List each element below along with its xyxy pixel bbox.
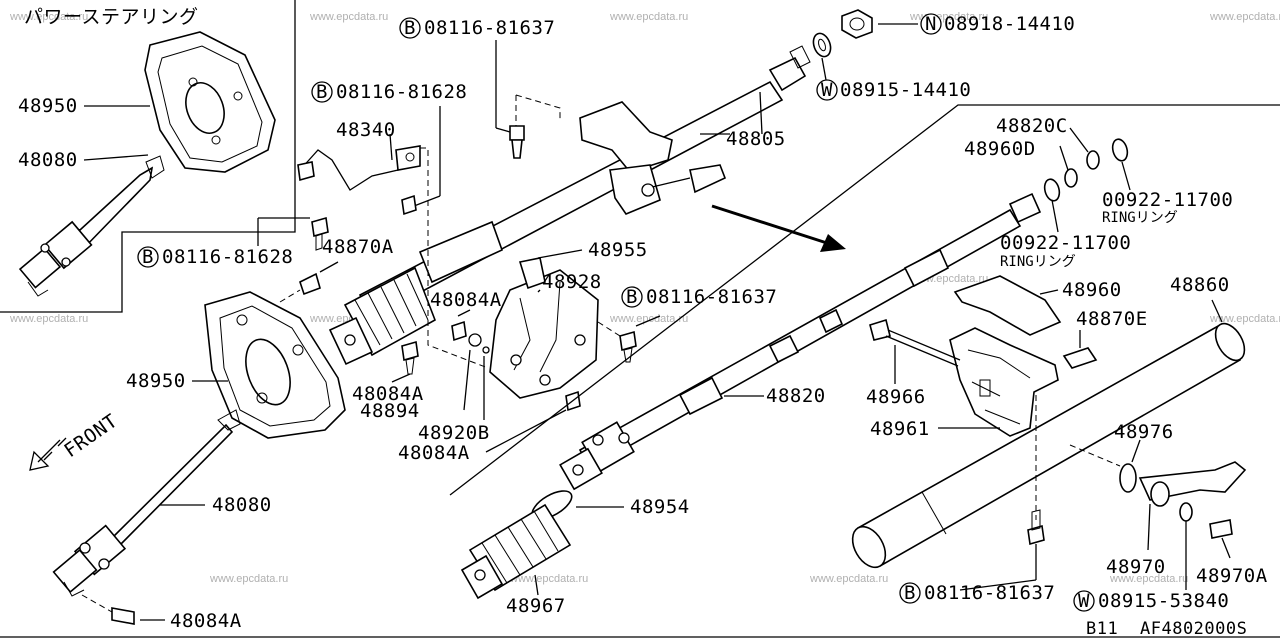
prefix-b-48628-left: B — [142, 246, 154, 268]
callout-08918-14410: 08918-14410 — [944, 13, 1075, 35]
callout-48860: 48860 — [1170, 274, 1230, 296]
watermark: www.epcdata.ru — [809, 573, 888, 585]
callout-48966: 48966 — [866, 386, 926, 408]
watermark: www.epcdata.ru — [509, 573, 588, 585]
prefix-w-bottom: W — [1078, 590, 1090, 612]
callout-48084a-left: 48084A — [352, 383, 424, 405]
bracket-48928: 48955 48928 B 08116-81637 — [489, 239, 777, 399]
footer-code: AF4802000S — [1140, 619, 1247, 639]
ring-code-2: 00922-11700 — [1000, 232, 1131, 254]
bolt-left: B 08116-81628 — [137, 216, 329, 268]
callout-48970: 48970 — [1106, 556, 1166, 578]
callout-48950: 48950 — [18, 95, 78, 117]
direction-arrow-icon — [711, 204, 846, 252]
callout-08116-81637-mid: 08116-81637 — [646, 286, 777, 308]
callout-48820: 48820 — [766, 385, 826, 407]
tilt-lever-assembly: 48976 48970 48970A W 08915-53840 — [1069, 421, 1268, 612]
prefix-b-48628-top: B — [316, 81, 328, 103]
nut-washer-group: N 08918-14410 W 08915-14410 — [812, 9, 1075, 101]
callout-48967: 48967 — [506, 595, 566, 617]
lower-shaft-48820: 48820 48954 48967 — [460, 192, 1042, 617]
fasteners-group: 48084A 48084A 48894 48920B 48084A — [352, 289, 581, 464]
callout-08116-81637-top: 08116-81637 — [424, 17, 555, 39]
callout-48950-lower: 48950 — [126, 370, 186, 392]
power-steering-inset: パワーステアリング 48950 48080 — [0, 0, 296, 313]
ring-name-1: RINGリング — [1102, 210, 1178, 226]
prefix-w-top: W — [821, 79, 833, 101]
watermark: www.epcdata.ru — [609, 313, 688, 325]
watermark: www.epcdata.ru — [9, 313, 88, 325]
callout-08116-81628-left: 08116-81628 — [162, 246, 293, 268]
callout-48954: 48954 — [630, 496, 690, 518]
callout-48080: 48080 — [18, 149, 78, 171]
callout-08116-81628-top: 08116-81628 — [336, 81, 467, 103]
callout-48928: 48928 — [542, 271, 602, 293]
bolt-top: B 08116-81637 — [399, 17, 555, 159]
prefix-n: N — [925, 13, 937, 35]
callout-48894: 48894 — [360, 400, 420, 422]
detail-panel-border — [449, 104, 1280, 496]
callout-48084a-mid: 48084A — [430, 289, 502, 311]
inset-title: パワーステアリング — [24, 6, 199, 28]
callout-08915-14410: 08915-14410 — [840, 79, 971, 101]
callout-48805: 48805 — [726, 128, 786, 150]
upper-column-48805: 48805 — [328, 45, 811, 366]
lower-shaft-48080: 48080 48084A — [52, 409, 272, 632]
screw-48870a: 48870A — [279, 236, 394, 303]
callout-48870e: 48870E — [1076, 308, 1148, 330]
callout-48961: 48961 — [870, 418, 930, 440]
callout-48960: 48960 — [1062, 279, 1122, 301]
callout-48820c: 48820C — [996, 115, 1068, 137]
watermark: www.epcdata.ru — [609, 11, 688, 23]
watermark: www.epcdata.ru — [1209, 313, 1280, 325]
callout-08915-53840: 08915-53840 — [1098, 590, 1229, 612]
watermark: www.epcdata.ru — [209, 573, 288, 585]
callout-48970a: 48970A — [1196, 565, 1268, 587]
footer-model: B11 — [1086, 619, 1118, 639]
callout-48870a: 48870A — [322, 236, 394, 258]
watermark: www.epcdata.ru — [309, 11, 388, 23]
prefix-circle-n — [920, 13, 942, 35]
callout-48080-lower: 48080 — [212, 494, 272, 516]
callout-48976: 48976 — [1114, 421, 1174, 443]
column-cover-48950: 48950 — [126, 291, 346, 439]
callout-08116-81637-bottom: 08116-81637 — [924, 582, 1055, 604]
bracket-assembly-48961: 48960 48870E 48961 48966 B 08116-81637 — [866, 275, 1148, 604]
ring-clips: 48820C 48960D 00922-11700 RINGリング 00922-… — [964, 115, 1233, 270]
prefix-b-bottom: B — [904, 582, 916, 604]
harness-48340: 48340 B 08116-81628 — [297, 81, 489, 369]
callout-48960d: 48960D — [964, 138, 1036, 160]
callout-48084a-bottom: 48084A — [170, 610, 242, 632]
callout-48920b: 48920B — [418, 422, 490, 444]
prefix-b-top: B — [404, 17, 416, 39]
callout-48340: 48340 — [336, 119, 396, 141]
prefix-b-mid: B — [626, 286, 638, 308]
front-label: FRONT — [60, 410, 122, 462]
callout-48084a-low: 48084A — [398, 442, 470, 464]
front-arrow-icon: FRONT — [29, 410, 122, 471]
ring-code-1: 00922-11700 — [1102, 189, 1233, 211]
callout-48955: 48955 — [588, 239, 648, 261]
watermark: www.epcdata.ru — [1109, 573, 1188, 585]
watermark: www.epcdata.ru — [9, 11, 88, 23]
column-tube-48860: 48860 — [851, 274, 1246, 569]
watermark: www.epcdata.ru — [1209, 11, 1280, 23]
ring-name-2: RINGリング — [1000, 254, 1076, 270]
